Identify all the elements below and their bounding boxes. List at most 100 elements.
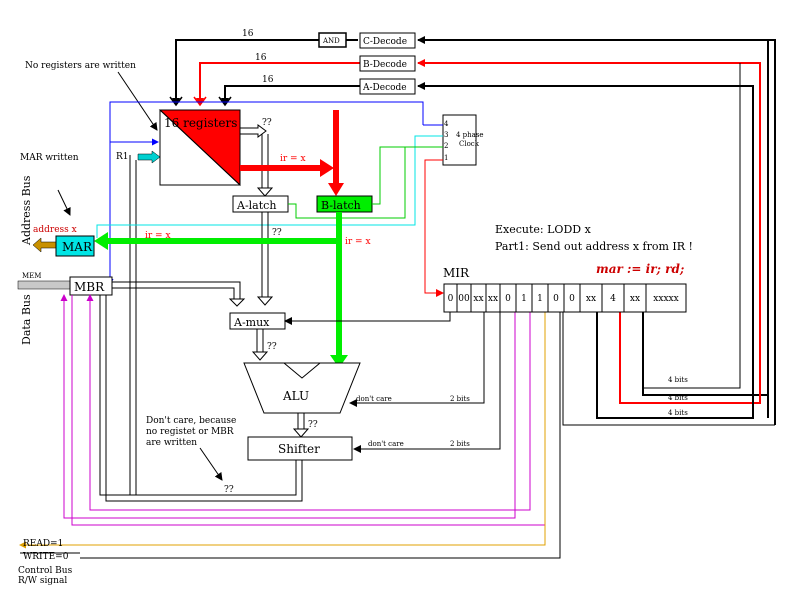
mbr-control-line-1 bbox=[60, 294, 516, 519]
address-bus-label: Address Bus bbox=[20, 175, 33, 246]
mir-field-value: xxxxx bbox=[653, 294, 678, 304]
a-decode-box bbox=[359, 78, 416, 95]
amux-to-alu-arrow bbox=[251, 329, 269, 361]
clock-title-1: 4 phase bbox=[456, 131, 484, 139]
shifter-out-unknown: ?? bbox=[224, 485, 234, 495]
clock-phase-1: 1 bbox=[444, 154, 448, 162]
b-decode-loop bbox=[417, 59, 761, 404]
address-x-label: address x bbox=[33, 225, 77, 235]
ir-label-red: ir = x bbox=[280, 154, 306, 164]
mir-field-value: 1 bbox=[521, 294, 527, 304]
b-latch-red-arrow bbox=[328, 110, 344, 196]
mir-label: MIR bbox=[443, 266, 470, 280]
alu-dont-care: don't care bbox=[356, 395, 392, 403]
no-registers-note: No registers are written bbox=[25, 61, 136, 71]
execute-line-2: Part1: Send out address x from IR ! bbox=[495, 240, 693, 253]
mir-field-value: xx bbox=[586, 294, 596, 304]
c-decode-loop bbox=[417, 36, 776, 425]
c-bus-width-label: 16 bbox=[242, 29, 254, 39]
a-field-4bits: 4 bits bbox=[668, 409, 688, 417]
c-field-wire bbox=[642, 312, 768, 396]
a-latch-label: A-latch bbox=[236, 199, 276, 212]
shifter-control-line bbox=[353, 312, 501, 453]
c-decode-box bbox=[359, 32, 416, 49]
a-decode-loop bbox=[417, 82, 754, 419]
ir-label-mar: ir = x bbox=[145, 231, 171, 241]
register-input-arrows bbox=[169, 96, 232, 107]
register-file-label: 16 registers bbox=[164, 116, 237, 130]
clock-phase1-line bbox=[424, 159, 444, 297]
mir-field-cell bbox=[645, 283, 687, 313]
a-bus-16 bbox=[221, 85, 360, 106]
ir-label-b: ir = x bbox=[345, 237, 371, 247]
reg-to-alatch-arrow bbox=[240, 124, 274, 197]
b-decode-label: B-Decode bbox=[363, 60, 407, 70]
mem-label: MEM bbox=[22, 272, 41, 280]
b-latch-label: B-latch bbox=[321, 199, 361, 212]
shifter-dont-care: don't care bbox=[368, 440, 404, 448]
read-label: READ=1 bbox=[23, 539, 63, 549]
dont-care-note-2: no registet or MBR bbox=[146, 427, 234, 437]
mir-field-value: xx bbox=[473, 294, 483, 304]
and-gate-label: AND bbox=[322, 37, 340, 45]
four-phase-clock bbox=[442, 114, 477, 166]
clock-phase3-line bbox=[96, 135, 443, 238]
mir-field-value: xx bbox=[630, 294, 640, 304]
alu-label: ALU bbox=[282, 389, 309, 403]
alatch-to-amux-arrow bbox=[256, 212, 274, 306]
alatch-out-unknown: ?? bbox=[272, 228, 282, 238]
b-decode-box bbox=[359, 55, 416, 72]
ir-to-mar-arrow bbox=[94, 232, 339, 250]
a-decode-label: A-Decode bbox=[362, 83, 407, 93]
mir-field-value: 0 bbox=[505, 294, 511, 304]
clock-phase2-line-a bbox=[288, 147, 406, 219]
b-bus-width-label: 16 bbox=[255, 53, 267, 63]
control-bus-label: Control Bus bbox=[18, 566, 73, 576]
clock-title-2: Clock bbox=[459, 140, 480, 148]
shifter-label: Shifter bbox=[278, 442, 320, 456]
alu-to-shifter-arrow bbox=[292, 413, 310, 438]
dont-care-note-3: are written bbox=[146, 438, 197, 448]
b-field-4bits: 4 bits bbox=[668, 394, 688, 402]
mir-field-value: 0 bbox=[569, 294, 575, 304]
mir-field-value: 0 bbox=[553, 294, 559, 304]
r1-label: R1 bbox=[116, 152, 129, 162]
r1-arrow bbox=[137, 150, 161, 164]
mir-field-value: 1 bbox=[537, 294, 543, 304]
amux-control-line bbox=[284, 312, 451, 325]
mar-label: MAR bbox=[62, 240, 93, 254]
c-field-4bits: 4 bits bbox=[668, 376, 688, 384]
mar-written-note: MAR written bbox=[20, 153, 79, 163]
write-label: WRITE=0 bbox=[23, 552, 69, 562]
amux-out-unknown: ?? bbox=[267, 342, 277, 352]
mir-field-value: 0 bbox=[448, 294, 454, 304]
shifter-box bbox=[247, 436, 353, 461]
clock-phase-2: 2 bbox=[444, 142, 448, 150]
mbr-label: MBR bbox=[74, 280, 105, 294]
reg-out-unknown: ?? bbox=[262, 118, 272, 128]
alu-shape bbox=[243, 362, 361, 414]
data-bus-line bbox=[17, 280, 71, 290]
address-bus-arrow bbox=[32, 237, 57, 253]
a-bus-width-label: 16 bbox=[262, 75, 274, 85]
c-bus-16 bbox=[172, 39, 319, 106]
and-gate bbox=[318, 32, 347, 48]
mar-ir-rd-label: mar := ir; rd; bbox=[596, 262, 684, 276]
clock-phase-4: 4 bbox=[444, 120, 449, 128]
mbr-to-amux-arrow bbox=[112, 281, 246, 307]
alu-2bits: 2 bits bbox=[450, 395, 470, 403]
shifter-2bits: 2 bits bbox=[450, 440, 470, 448]
b-bus-16 bbox=[196, 62, 360, 106]
alu-out-unknown: ?? bbox=[308, 420, 318, 430]
alu-control-line bbox=[349, 312, 485, 407]
data-bus-label: Data Bus bbox=[20, 294, 33, 345]
mbr-control-line-2 bbox=[86, 294, 531, 511]
blatch-to-alu-arrow bbox=[330, 212, 348, 368]
a-mux-label: A-mux bbox=[233, 316, 270, 329]
c-decode-label: C-Decode bbox=[363, 37, 407, 47]
shifter-output-bus bbox=[99, 295, 303, 502]
clock-phase4-line bbox=[109, 101, 424, 280]
